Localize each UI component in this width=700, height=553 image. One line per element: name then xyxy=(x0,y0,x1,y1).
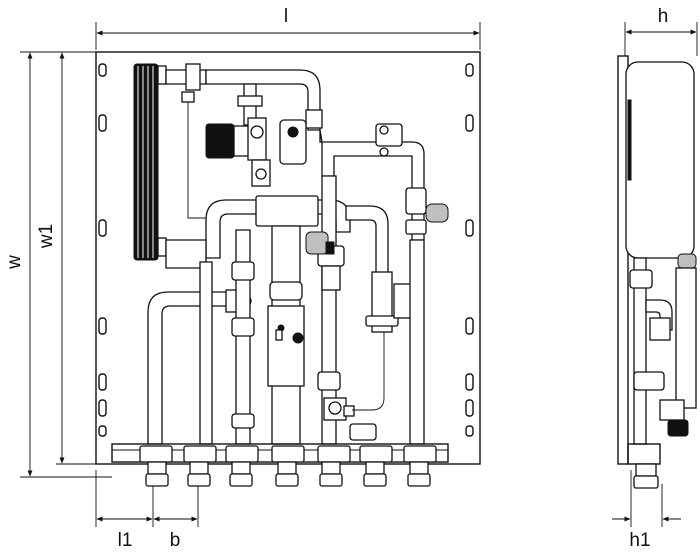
mixing-valve-circuit xyxy=(305,175,449,445)
dimension-lines xyxy=(20,22,698,527)
heat-exchanger xyxy=(133,63,167,261)
buffer-element xyxy=(267,225,305,445)
front-view xyxy=(95,51,481,487)
dim-label-b: b xyxy=(170,530,181,551)
connection-nuts xyxy=(145,461,431,487)
dim-label-l1: l1 xyxy=(118,530,133,551)
left-circuit xyxy=(147,229,255,445)
dim-label-w1: w1 xyxy=(36,224,57,249)
upper-pipework xyxy=(165,63,425,241)
dim-label-l: l xyxy=(284,6,288,27)
dim-label-w: w xyxy=(4,255,25,270)
connection-rail xyxy=(111,443,449,463)
dim-label-h: h xyxy=(658,6,669,27)
side-view xyxy=(617,55,697,489)
mounting-slots xyxy=(98,63,474,437)
dim-label-h1: h1 xyxy=(629,530,650,551)
